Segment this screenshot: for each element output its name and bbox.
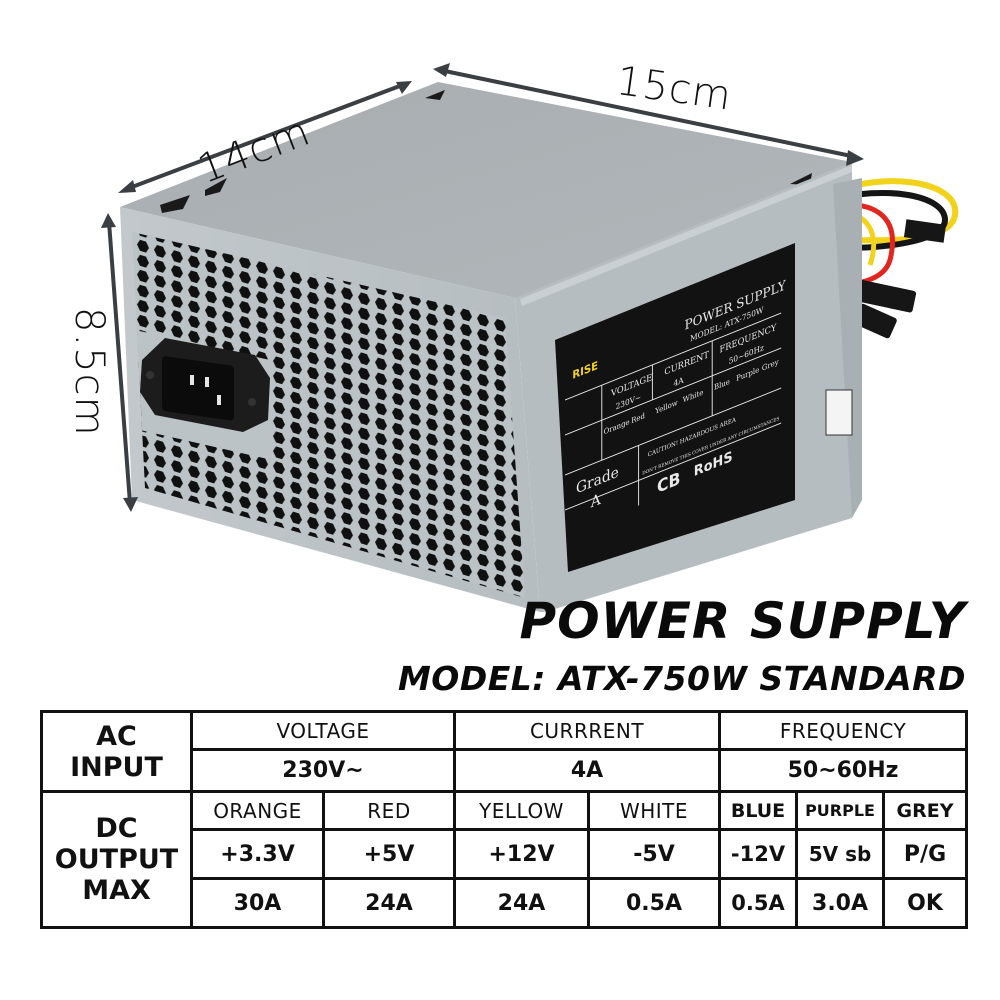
svg-text:A: A xyxy=(590,489,601,512)
wire-color-grey: GREY xyxy=(882,790,969,831)
wire-color-white: WHITE xyxy=(586,790,722,831)
product-title: POWER SUPPLY xyxy=(519,592,966,650)
dc-voltage-grey: P/G xyxy=(882,828,969,880)
dimension-arrows xyxy=(101,63,864,512)
dc-current-red: 24A xyxy=(322,877,456,929)
dc-voltage-red: +5V xyxy=(322,828,456,880)
ac-value-row: 230V~ 4A 50~60Hz xyxy=(42,748,969,793)
dc-current-purple: 3.0A xyxy=(795,877,886,929)
svg-text:4A: 4A xyxy=(674,375,684,388)
spec-table: AC INPUT VOLTAGE CURRRENT FREQUENCY 230V… xyxy=(40,710,969,929)
case-spec-label: POWER SUPPLY MODEL: ATX-750W RISE VOLTAG… xyxy=(555,243,795,572)
wire-color-blue: BLUE xyxy=(718,790,799,831)
product-photo: POWER SUPPLY MODEL: ATX-750W RISE VOLTAG… xyxy=(101,63,959,612)
voltage-header: VOLTAGE xyxy=(190,710,456,751)
ac-current-value: 4A xyxy=(452,748,722,793)
product-model-subtitle: MODEL: ATX-750W STANDARD xyxy=(397,659,966,698)
dc-voltage-yellow: +12V xyxy=(453,828,590,880)
power-socket xyxy=(140,338,270,432)
ac-frequency-value: 50~60Hz xyxy=(718,748,969,793)
dc-voltage-blue: -12V xyxy=(718,828,799,880)
dc-voltage-row: +3.3V +5V +12V -5V -12V 5V sb P/G xyxy=(42,828,969,880)
dc-current-blue: 0.5A xyxy=(718,877,799,929)
dc-current-orange: 30A xyxy=(190,877,325,929)
dc-output-label: DC OUTPUT MAX xyxy=(40,790,193,929)
height-arrow xyxy=(107,221,132,504)
wire-color-yellow: YELLOW xyxy=(453,790,590,831)
frequency-header: FREQUENCY xyxy=(718,710,969,751)
wire-color-red: RED xyxy=(322,790,456,831)
dc-current-grey: OK xyxy=(882,877,969,929)
dc-voltage-purple: 5V sb xyxy=(795,828,886,880)
height-dimension-label: 8.5cm xyxy=(66,307,112,437)
dc-voltage-orange: +3.3V xyxy=(190,828,325,880)
depth-arrow xyxy=(123,82,406,192)
ac-header-row: AC INPUT VOLTAGE CURRRENT FREQUENCY xyxy=(40,710,969,793)
dc-current-row: 30A 24A 24A 0.5A 0.5A 3.0A OK xyxy=(42,877,969,929)
wire-color-purple: PURPLE xyxy=(795,790,886,831)
width-arrow xyxy=(439,68,857,159)
dc-current-white: 0.5A xyxy=(586,877,722,929)
dc-color-row: DC OUTPUT MAX ORANGE RED YELLOW WHITE BL… xyxy=(40,790,969,929)
current-header: CURRRENT xyxy=(452,710,722,751)
dc-voltage-white: -5V xyxy=(586,828,722,880)
svg-text:CB: CB xyxy=(657,468,680,497)
ac-voltage-value: 230V~ xyxy=(190,748,456,793)
ac-input-label: AC INPUT xyxy=(40,710,193,793)
dc-current-yellow: 24A xyxy=(453,877,590,929)
wire-color-orange: ORANGE xyxy=(190,790,325,831)
